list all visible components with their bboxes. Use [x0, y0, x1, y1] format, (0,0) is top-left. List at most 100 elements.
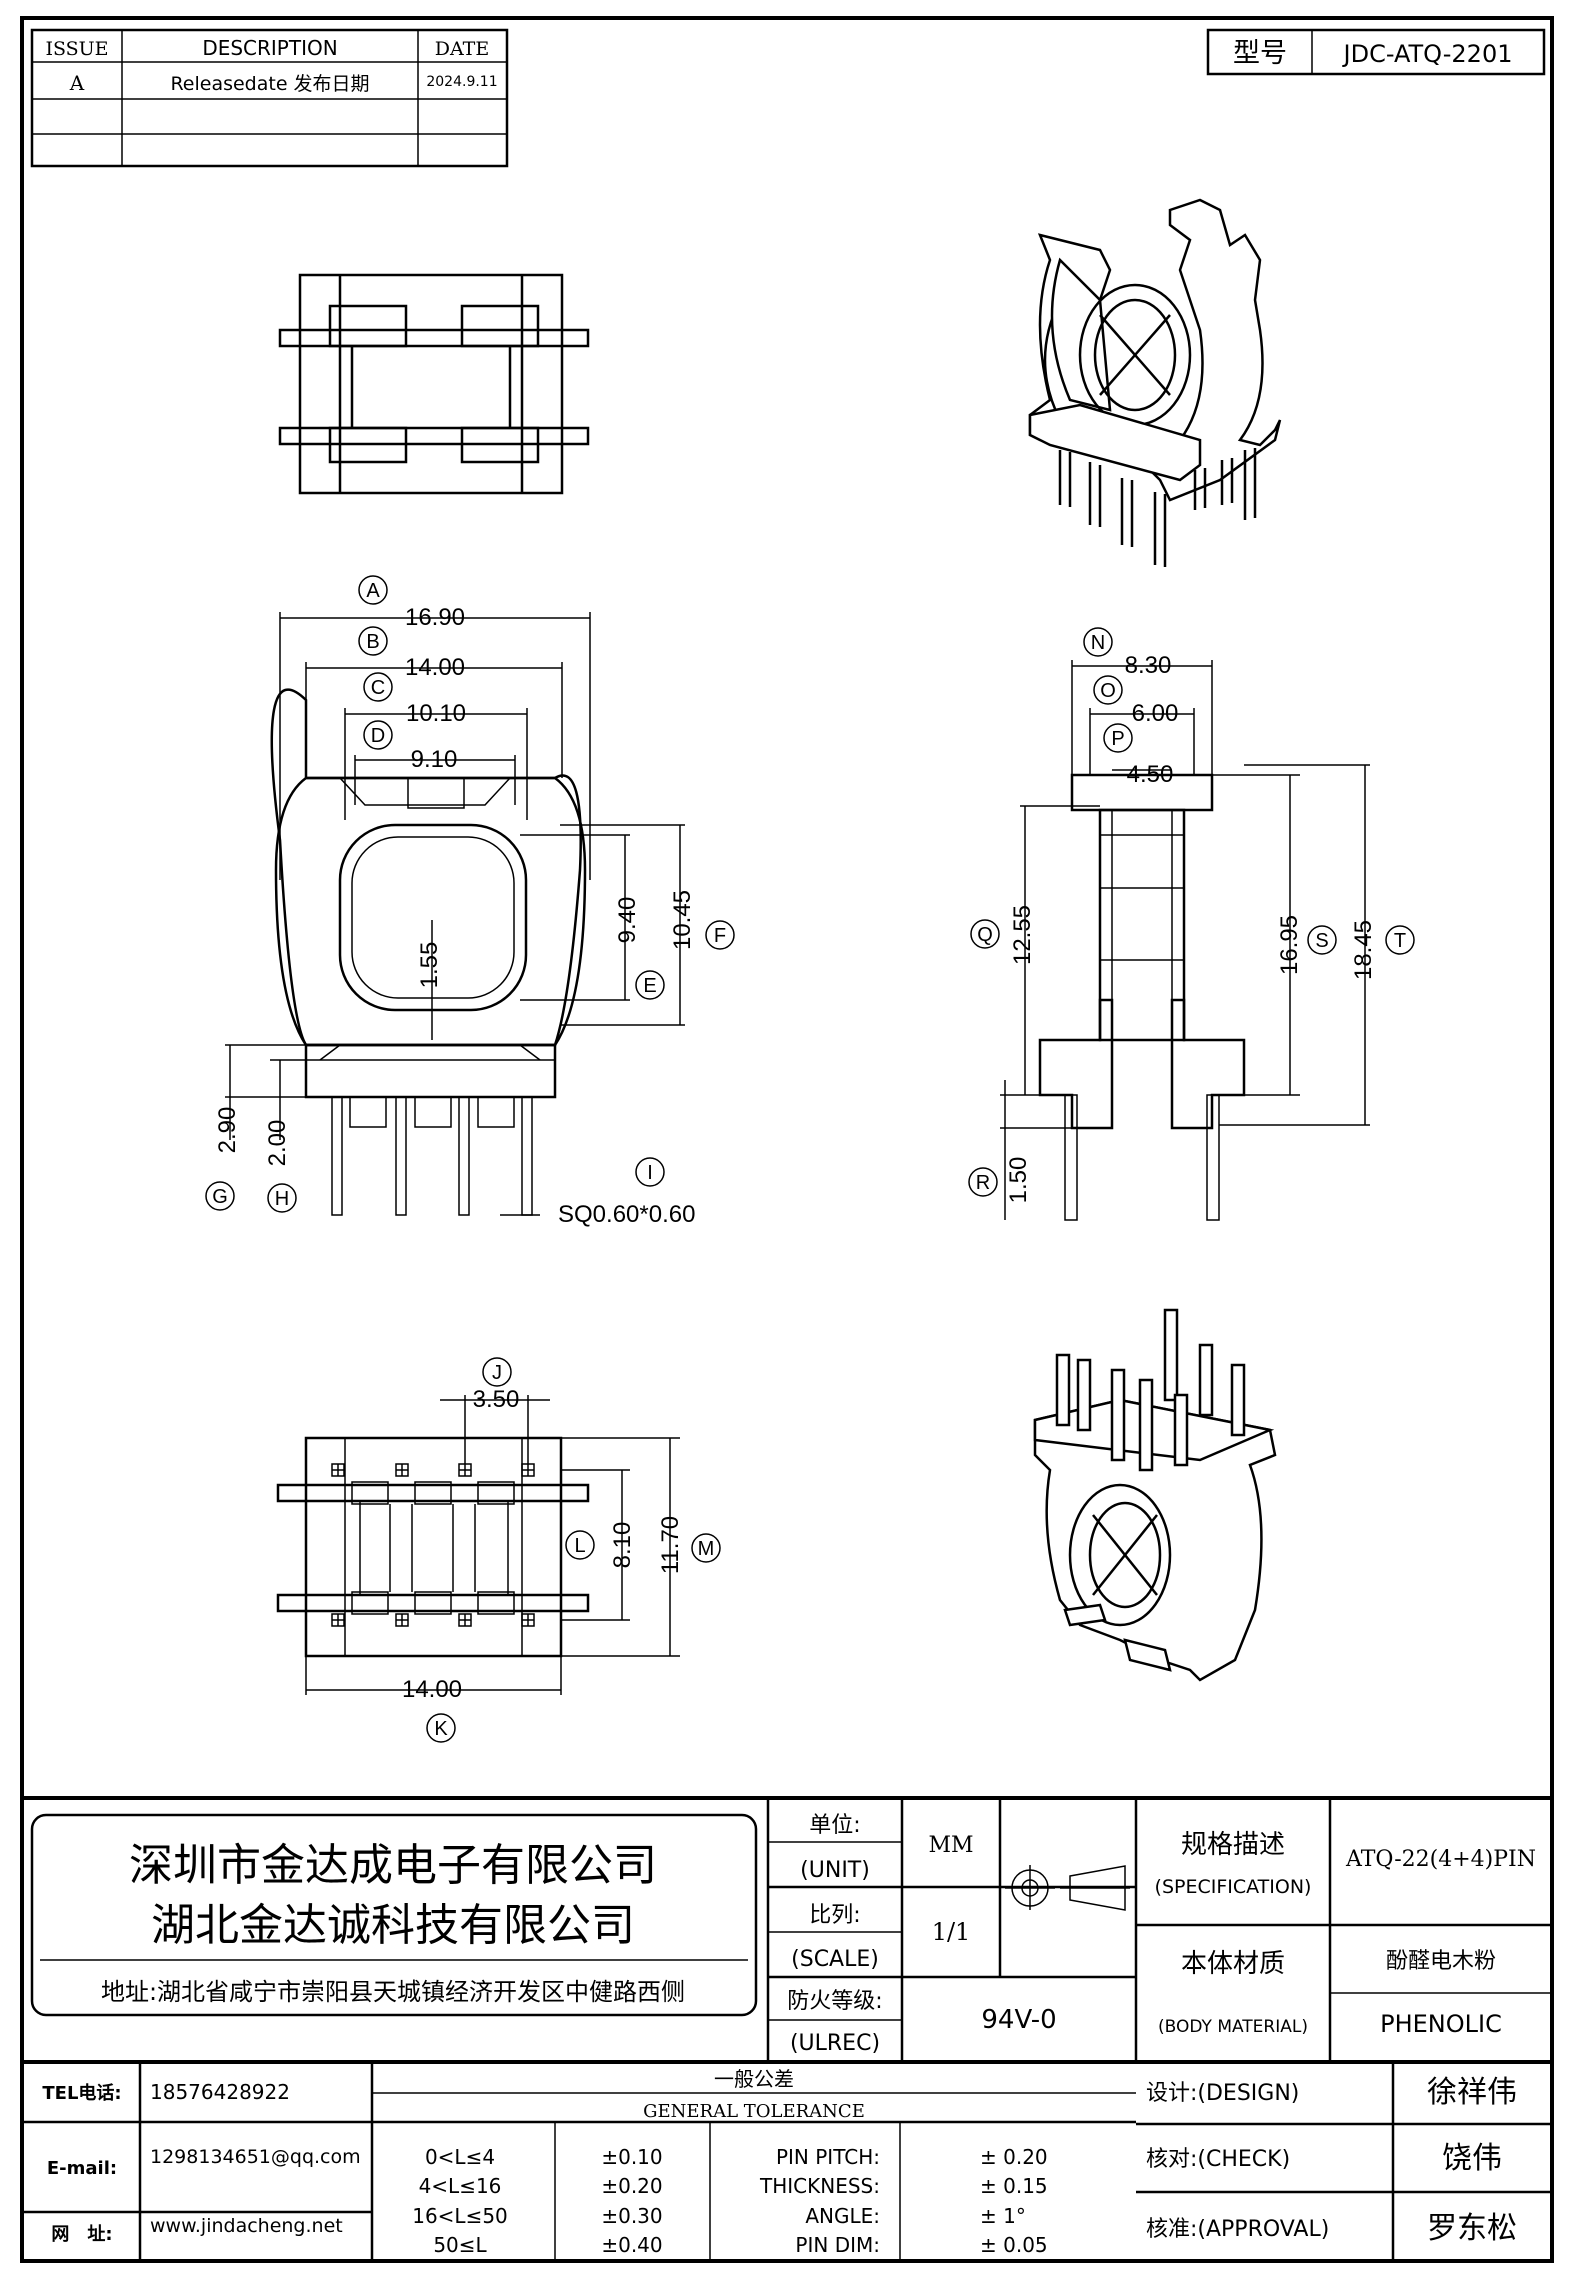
front-view [225, 612, 685, 1216]
unit-cn: 单位: [809, 1813, 860, 1838]
tol-item-value-3: ± 1° [980, 2204, 1026, 2228]
front-view-labels: 16.90 14.00 10.10 9.10 9.40 10.45 1.55 2… [205, 575, 735, 1228]
callout-o: O [1100, 680, 1116, 702]
model-label: 型号 [1233, 38, 1287, 69]
design-label: 设计:(DESIGN) [1146, 2081, 1299, 2106]
unit-en: (UNIT) [800, 1858, 870, 1883]
dim-g: 2.90 [214, 1107, 241, 1154]
material-value-en: PHENOLIC [1380, 2010, 1502, 2038]
dim-c: 10.10 [406, 700, 466, 727]
callout-t: T [1394, 930, 1406, 952]
company-name-2: 湖北金达诚科技有限公司 [151, 1900, 635, 1951]
dim-b: 14.00 [405, 654, 465, 681]
bottom-view [276, 1395, 680, 1695]
dim-l: 8.10 [609, 1522, 636, 1569]
model-number: JDC-ATQ-2201 [1342, 40, 1513, 68]
tol-range-3: 16<L≤50 [412, 2204, 508, 2228]
tol-value-3: ±0.30 [601, 2204, 662, 2228]
tol-item-value-2: ± 0.15 [980, 2174, 1048, 2198]
issue-cell: A [69, 71, 85, 95]
tol-value-1: ±0.10 [601, 2145, 662, 2169]
description-cell: Releasedate 发布日期 [170, 73, 369, 95]
company-address: 地址:湖北省咸宁市崇阳县天城镇经济开发区中健路西侧 [101, 1978, 685, 2006]
sheet-border [20, 16, 1554, 2263]
material-value-cn: 酚醛电木粉 [1386, 1949, 1496, 1974]
web-value: www.jindacheng.net [150, 2215, 343, 2237]
description-header: DESCRIPTION [202, 36, 337, 60]
dim-inner: 1.55 [416, 942, 443, 989]
web-label: 网 址: [51, 2224, 112, 2245]
callout-p: P [1111, 728, 1124, 750]
tolerance-title-en: GENERAL TOLERANCE [643, 2101, 865, 2122]
dim-f: 10.45 [669, 890, 696, 950]
callout-d: D [371, 725, 385, 747]
dim-s: 16.95 [1276, 915, 1303, 975]
dim-i: SQ0.60*0.60 [558, 1201, 695, 1228]
callout-s: S [1315, 930, 1328, 952]
callout-h: H [275, 1188, 289, 1210]
dim-n: 8.30 [1125, 652, 1172, 679]
ulrec-value: 94V-0 [981, 2005, 1056, 2035]
callout-n: N [1091, 632, 1105, 654]
tol-range-2: 4<L≤16 [419, 2174, 502, 2198]
email-value: 1298134651@qq.com [150, 2146, 361, 2168]
material-cn: 本体材质 [1181, 1949, 1285, 1979]
scale-en: (SCALE) [791, 1947, 879, 1972]
callout-a: A [366, 580, 380, 602]
bottom-view-labels: 3.50 14.00 8.10 11.70 J K L M [402, 1357, 721, 1743]
callout-i: I [647, 1162, 653, 1184]
isometric-view-bottom [1033, 1308, 1277, 1682]
tol-item-value-4: ± 0.05 [980, 2233, 1048, 2257]
model-box: 型号 JDC-ATQ-2201 [1206, 28, 1546, 76]
dim-a: 16.90 [405, 604, 465, 631]
dim-q: 12.55 [1009, 905, 1036, 965]
side-view [1000, 660, 1370, 1221]
callout-e: E [643, 975, 656, 997]
ulrec-cn: 防火等级: [787, 1989, 882, 2014]
email-label: E-mail: [47, 2158, 117, 2179]
issue-header: ISSUE [45, 38, 108, 60]
callout-r: R [976, 1172, 990, 1194]
check-name: 饶伟 [1442, 2141, 1502, 2176]
spec-en: (SPECIFICATION) [1155, 1876, 1312, 1898]
dim-k: 14.00 [402, 1676, 462, 1703]
tol-value-2: ±0.20 [601, 2174, 662, 2198]
spec-value: ATQ-22(4+4)PIN [1345, 1847, 1536, 1872]
company-name-1: 深圳市金达成电子有限公司 [129, 1840, 657, 1891]
approval-label: 核准:(APPROVAL) [1146, 2217, 1329, 2242]
projection-symbol-icon [1005, 1865, 1130, 1911]
callout-g: G [212, 1186, 228, 1208]
dim-t: 18.45 [1350, 920, 1377, 980]
callout-l: L [574, 1535, 585, 1557]
side-view-labels: 8.30 6.00 4.50 12.55 1.50 16.95 18.45 N … [968, 627, 1415, 1203]
dim-m: 11.70 [657, 1516, 684, 1574]
tol-range-4: 50≤L [433, 2233, 487, 2257]
tol-value-4: ±0.40 [601, 2233, 662, 2257]
callout-m: M [698, 1538, 715, 1560]
approval-name: 罗东松 [1427, 2211, 1517, 2246]
revision-table: ISSUE DESCRIPTION DATE A Releasedate 发布日… [30, 28, 509, 168]
material-en: (BODY MATERIAL) [1158, 2017, 1308, 2037]
title-block: 深圳市金达成电子有限公司 湖北金达诚科技有限公司 地址:湖北省咸宁市崇阳县天城镇… [22, 1796, 1552, 2064]
design-name: 徐祥伟 [1427, 2075, 1517, 2110]
tol-range-1: 0<L≤4 [425, 2145, 495, 2169]
ulrec-en: (ULREC) [790, 2031, 880, 2056]
tel-label: TEL电话: [42, 2082, 121, 2104]
isometric-view-top [1028, 198, 1282, 567]
footer-table: TEL电话: 18576428922 E-mail: 1298134651@qq… [22, 2062, 1552, 2261]
tol-item-2: THICKNESS: [759, 2174, 880, 2198]
tel-value: 18576428922 [150, 2080, 290, 2104]
callout-b: B [366, 631, 379, 653]
tol-item-1: PIN PITCH: [776, 2145, 880, 2169]
unit-value: MM [928, 1833, 973, 1858]
dim-e: 9.40 [614, 897, 641, 944]
callout-f: F [714, 925, 726, 947]
tol-item-3: ANGLE: [805, 2204, 880, 2228]
callout-k: K [434, 1718, 448, 1740]
dim-o: 6.00 [1132, 700, 1179, 727]
dim-j: 3.50 [473, 1386, 520, 1413]
date-cell: 2024.9.11 [426, 74, 497, 90]
scale-value: 1/1 [932, 1918, 971, 1946]
check-label: 核对:(CHECK) [1146, 2147, 1290, 2172]
